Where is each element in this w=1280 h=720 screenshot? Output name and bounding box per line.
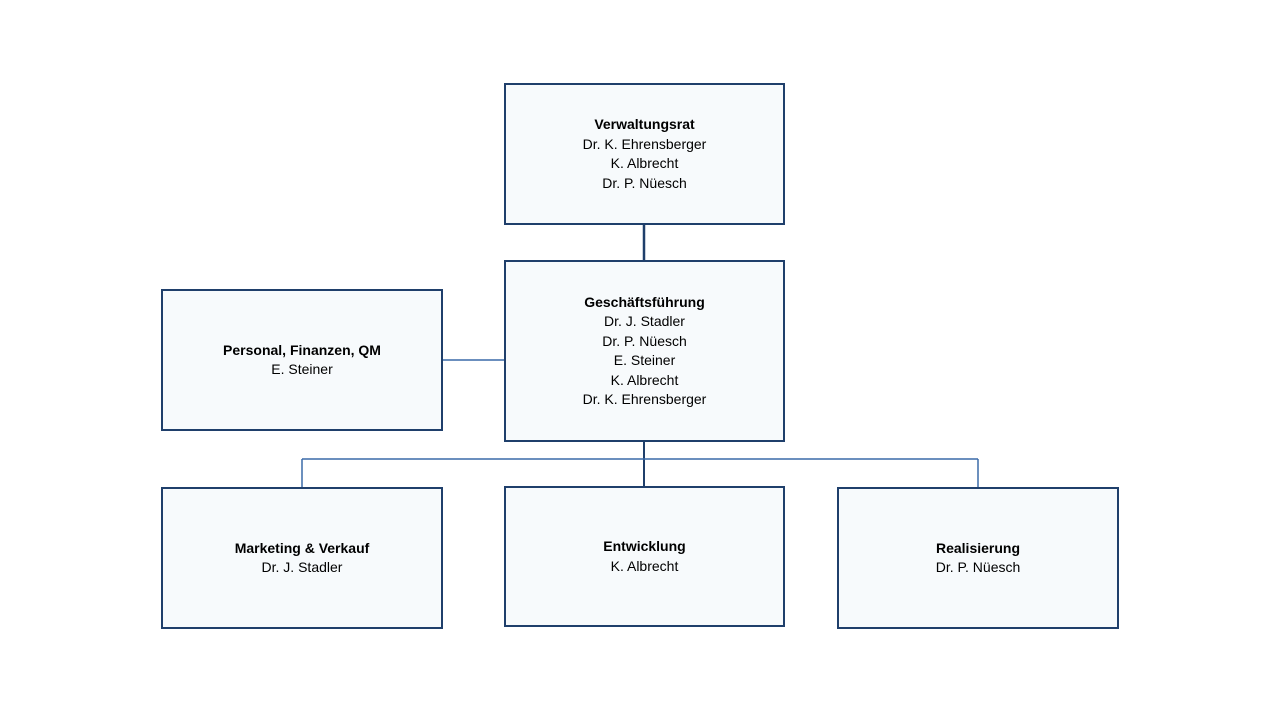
box-verwaltungsrat: Verwaltungsrat Dr. K. Ehrensberger K. Al… xyxy=(504,83,785,225)
person-name: Dr. P. Nüesch xyxy=(602,332,687,349)
person-name: E. Steiner xyxy=(613,352,676,368)
box-personal-finanzen-qm: Personal, Finanzen, QM E. Steiner xyxy=(161,289,443,431)
person-name: Dr. J. Stadler xyxy=(261,559,343,575)
box-title: Marketing & Verkauf xyxy=(234,539,370,556)
box-title: Verwaltungsrat xyxy=(594,116,695,132)
person-name: Dr. P. Nüesch xyxy=(935,559,1021,575)
person-name: Dr. K. Ehrensberger xyxy=(582,135,707,152)
box-title: Personal, Finanzen, QM xyxy=(223,341,381,358)
person-name: K. Albrecht xyxy=(610,557,679,574)
box-marketing-verkauf: Marketing & Verkauf Dr. J. Stadler xyxy=(161,487,443,629)
person-name: K. Albrecht xyxy=(610,155,679,171)
person-name: K. Albrecht xyxy=(610,371,679,388)
person-name: E. Steiner xyxy=(271,361,333,377)
box-geschaeftsfuehrung: Geschäftsführung Dr. J. Stadler Dr. P. N… xyxy=(504,260,785,442)
box-entwicklung: Entwicklung K. Albrecht xyxy=(504,486,785,627)
person-name: Dr. P. Nüesch xyxy=(602,174,687,191)
box-title: Entwicklung xyxy=(603,538,686,554)
box-realisierung: Realisierung Dr. P. Nüesch xyxy=(837,487,1119,629)
person-name: Dr. K. Ehrensberger xyxy=(582,391,707,407)
person-name: Dr. J. Stadler xyxy=(604,313,685,329)
box-title: Geschäftsführung xyxy=(584,293,705,310)
box-title: Realisierung xyxy=(935,539,1021,556)
